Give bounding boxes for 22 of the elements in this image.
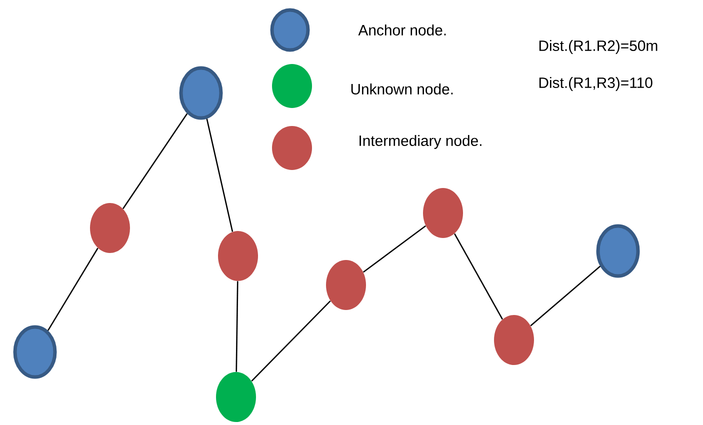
legend-label: Intermediary node. bbox=[360, 135, 482, 149]
connecting-line bbox=[47, 248, 98, 331]
connecting-line bbox=[251, 300, 331, 382]
connecting-line bbox=[206, 118, 234, 232]
network-node bbox=[326, 260, 366, 310]
network-node bbox=[218, 231, 258, 281]
connecting-line bbox=[236, 281, 238, 372]
network-node bbox=[423, 188, 463, 238]
connecting-line bbox=[454, 233, 504, 320]
distance-note: Dist.(R1,R3)=110 bbox=[539, 77, 652, 91]
connecting-line bbox=[530, 266, 601, 326]
legend-label: Unknown node. bbox=[351, 84, 453, 94]
connecting-line bbox=[362, 225, 426, 273]
network-node bbox=[596, 224, 640, 278]
legend-label: Anchor node. bbox=[358, 24, 446, 36]
distance-note: Dist.(R1.R2)=50m bbox=[539, 40, 658, 54]
network-node bbox=[90, 203, 130, 253]
connecting-line bbox=[122, 113, 188, 210]
network-node bbox=[179, 66, 223, 120]
network-node bbox=[13, 325, 57, 379]
network-node bbox=[494, 315, 534, 365]
network-node bbox=[216, 372, 256, 422]
